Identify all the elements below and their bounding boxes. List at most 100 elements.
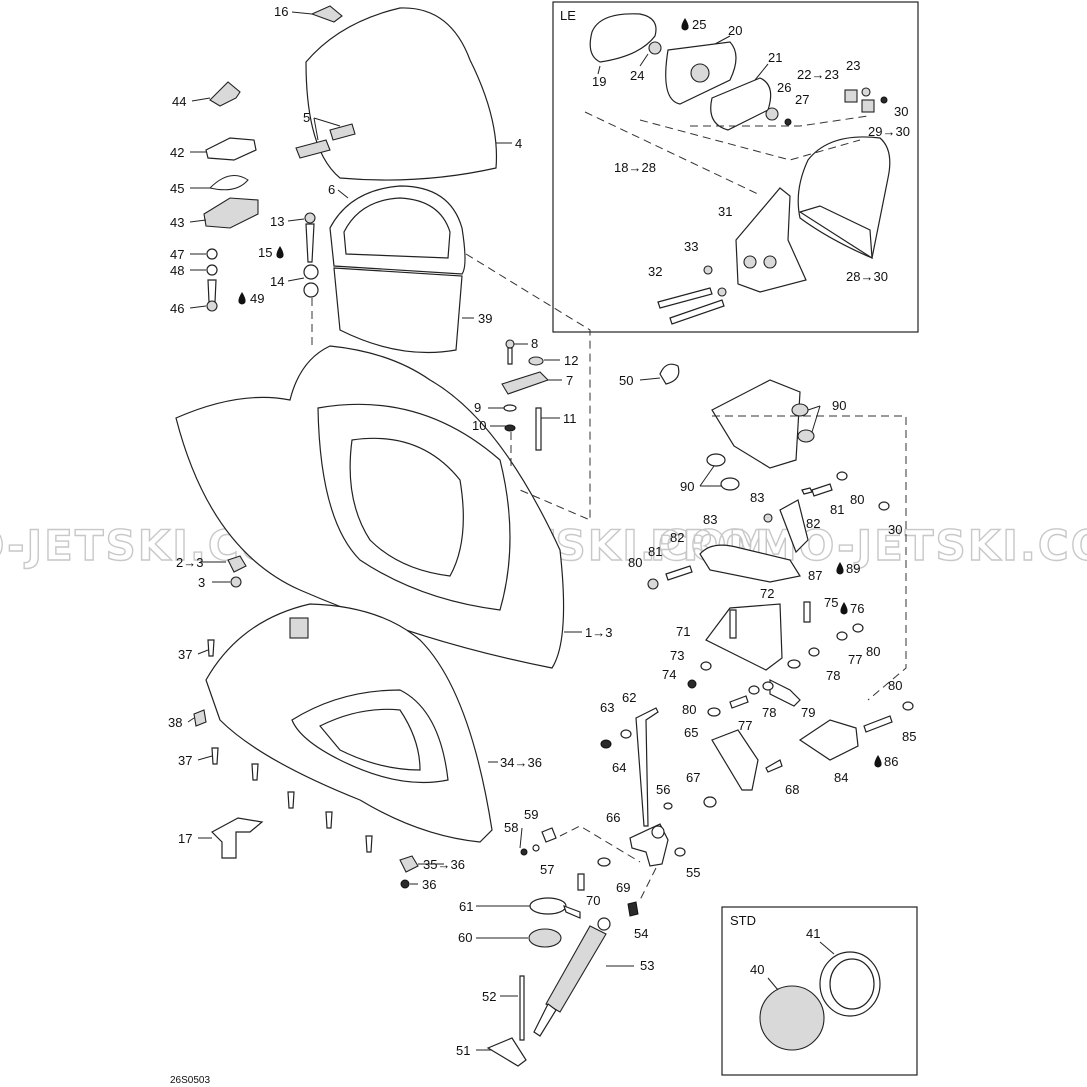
drop-icon-86 <box>874 755 882 768</box>
label-10: 10 <box>472 418 486 433</box>
label-77a: 77 <box>848 652 862 667</box>
label-85: 85 <box>902 729 916 744</box>
part-27 <box>784 118 792 126</box>
label-80a: 80 <box>850 492 864 507</box>
label-35: 35→36 <box>423 857 465 872</box>
label-37b: 37 <box>178 753 192 768</box>
part-3-nut <box>230 576 242 588</box>
part-75-bolt <box>803 601 811 623</box>
label-51: 51 <box>456 1043 470 1058</box>
label-90a: 90 <box>832 398 846 413</box>
label-36: 36 <box>422 877 436 892</box>
part-28-visor <box>797 136 891 259</box>
label-81a: 81 <box>830 502 844 517</box>
label-39: 39 <box>478 311 492 326</box>
part-22-clip <box>844 89 858 103</box>
label-68: 68 <box>785 782 799 797</box>
label-34: 34→36 <box>500 755 542 770</box>
label-32: 32 <box>648 264 662 279</box>
part-44-strap <box>209 81 241 107</box>
part-16-clip <box>310 5 343 23</box>
part-90-bushing-b <box>720 477 740 491</box>
part-10-nut <box>504 424 516 432</box>
part-53-gas-spring <box>545 925 607 1013</box>
part-36-nut <box>400 879 410 889</box>
label-13: 13 <box>270 214 284 229</box>
label-14: 14 <box>270 274 284 289</box>
part-43-bracket <box>203 197 259 229</box>
drop-icon-89 <box>836 562 844 575</box>
part-85-bolt <box>863 715 893 733</box>
label-55: 55 <box>686 865 700 880</box>
label-12: 12 <box>564 353 578 368</box>
part-9-washer <box>503 404 517 412</box>
label-56: 56 <box>656 782 670 797</box>
label-42: 42 <box>170 145 184 160</box>
part-32-bolt-upper <box>657 287 713 309</box>
label-90b: 90 <box>680 479 694 494</box>
part-90-mount <box>711 379 801 469</box>
part-33-washer <box>703 265 713 275</box>
label-23: 23 <box>846 58 860 73</box>
label-80d: 80 <box>888 678 902 693</box>
part-87-linkage <box>699 544 801 583</box>
part-24-knob <box>648 41 662 55</box>
label-2: 2→3 <box>176 555 203 570</box>
label-80e: 80 <box>682 702 696 717</box>
label-78b: 78 <box>762 705 776 720</box>
part-38-nut <box>193 709 207 727</box>
part-11-stud <box>535 407 542 451</box>
drop-icon-15 <box>276 246 284 259</box>
part-48-washer <box>206 264 218 276</box>
label-69: 69 <box>616 880 630 895</box>
label-54: 54 <box>634 926 648 941</box>
label-89: 89 <box>846 561 860 576</box>
label-31: 31 <box>718 204 732 219</box>
part-46-screw <box>207 279 217 303</box>
part-12-nut <box>528 356 544 366</box>
label-77b: 77 <box>738 718 752 733</box>
label-38: 38 <box>168 715 182 730</box>
part-54-stud <box>627 901 639 917</box>
label-5: 5 <box>303 110 310 125</box>
label-66: 66 <box>606 810 620 825</box>
part-2-nut <box>227 555 247 573</box>
label-46: 46 <box>170 301 184 316</box>
le-inset-title: LE <box>560 8 576 23</box>
label-4: 4 <box>515 136 522 151</box>
std-inset-title: STD <box>730 913 756 928</box>
part-47-washer <box>206 248 218 260</box>
label-41: 41 <box>806 926 820 941</box>
label-83b: 83 <box>703 512 717 527</box>
label-75: 75 <box>824 595 838 610</box>
label-86: 86 <box>884 754 898 769</box>
label-62: 62 <box>622 690 636 705</box>
label-57: 57 <box>540 862 554 877</box>
part-37-screw-a <box>207 639 215 657</box>
label-80b: 80 <box>628 555 642 570</box>
part-40-cap <box>759 985 825 1051</box>
drawing-code: 26S0503 <box>170 1075 210 1086</box>
part-72-bracket <box>705 603 783 671</box>
part-83-arm <box>779 499 809 554</box>
part-5-strip-b <box>329 123 356 141</box>
label-21: 21 <box>768 50 782 65</box>
label-70: 70 <box>586 893 600 908</box>
label-79: 79 <box>801 705 815 720</box>
part-59-bushing <box>541 827 557 843</box>
label-7: 7 <box>566 373 573 388</box>
part-84-yoke <box>798 719 859 761</box>
label-71: 71 <box>676 624 690 639</box>
label-3: 3 <box>198 575 205 590</box>
drop-icon-25 <box>681 18 689 31</box>
part-19-lens <box>589 13 657 63</box>
part-14-washer-a <box>303 264 319 280</box>
part-8-screw <box>505 339 515 349</box>
std-inset: STD <box>721 906 918 1076</box>
label-81b: 81 <box>648 544 662 559</box>
label-44: 44 <box>172 94 186 109</box>
part-7-hinge <box>501 371 550 395</box>
part-61-clamp <box>529 897 567 915</box>
label-11: 11 <box>563 411 577 426</box>
part-65-arm <box>711 729 759 791</box>
